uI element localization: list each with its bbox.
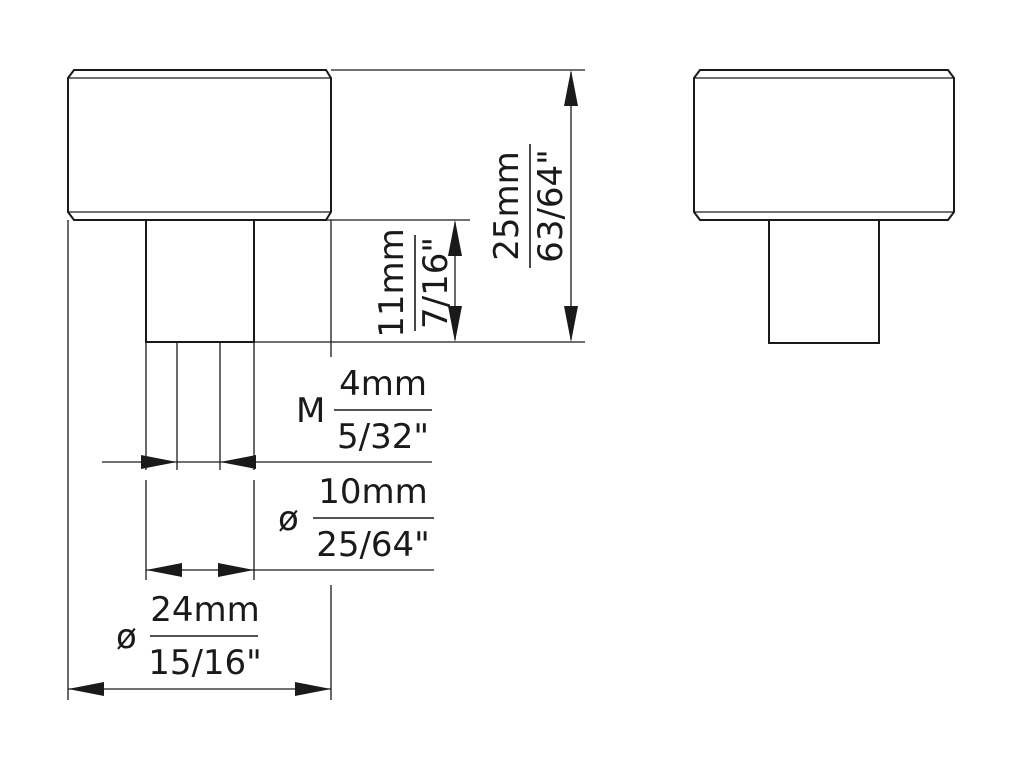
dim-total-height: 25mm 63/64" — [487, 70, 578, 342]
total-height-metric: 25mm — [487, 151, 527, 261]
front-view — [67, 69, 332, 343]
head-diameter-imperial: 15/16" — [148, 643, 262, 683]
knob-head-outline — [67, 69, 332, 221]
dim-stem-diameter: ø 10mm 25/64" — [146, 472, 434, 577]
dim-head-diameter: ø 24mm 15/16" — [68, 590, 331, 696]
knob-stem-outline — [145, 219, 255, 343]
thread-imperial: 5/32" — [337, 417, 429, 457]
diameter-symbol-icon: ø — [278, 499, 299, 539]
diameter-symbol-icon: ø — [116, 617, 137, 657]
thread-prefix: M — [296, 391, 325, 431]
side-view — [693, 69, 955, 344]
side-head-outline — [693, 69, 955, 221]
head-diameter-metric: 24mm — [150, 590, 260, 630]
thread-metric: 4mm — [339, 364, 427, 404]
stem-diameter-metric: 10mm — [318, 472, 428, 512]
dim-stem-height: 11mm 7/16" — [372, 220, 462, 342]
side-stem-outline — [768, 219, 880, 344]
total-height-imperial: 63/64" — [531, 149, 571, 263]
stem-diameter-imperial: 25/64" — [316, 525, 430, 565]
extension-lines — [67, 69, 585, 700]
stem-height-imperial: 7/16" — [416, 237, 456, 329]
stem-height-metric: 11mm — [372, 228, 412, 338]
dim-thread: M 4mm 5/32" — [102, 364, 432, 469]
